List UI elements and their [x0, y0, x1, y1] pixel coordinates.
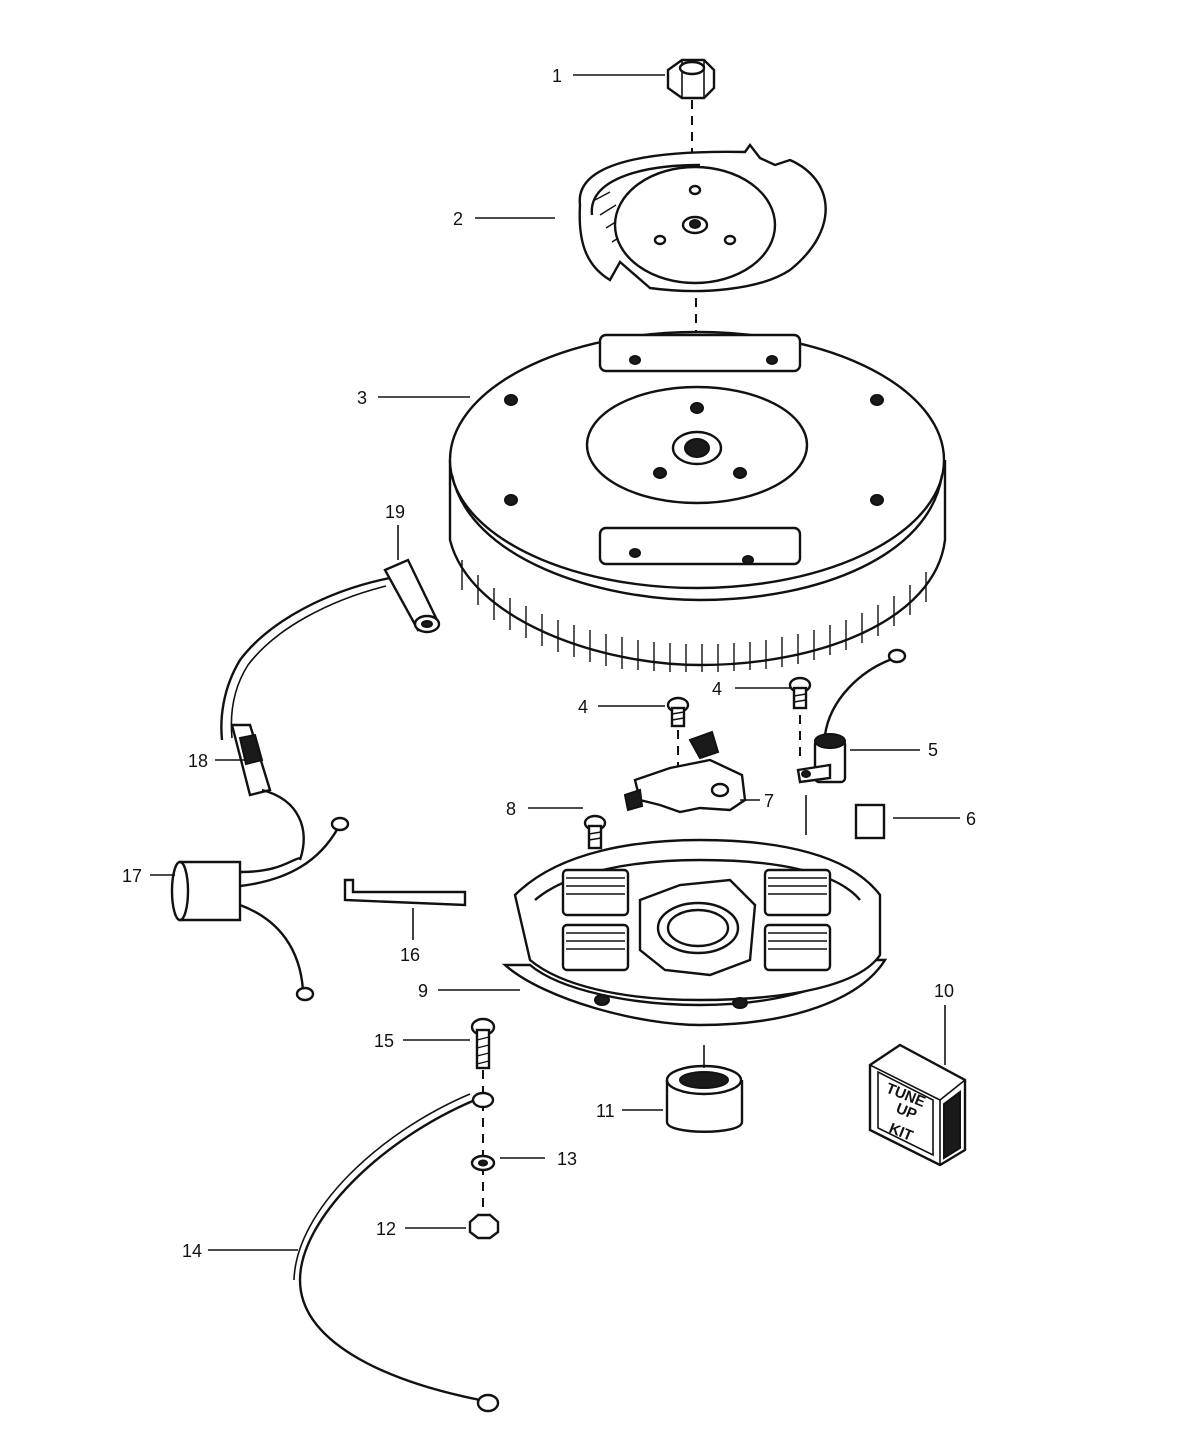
leader-lines: [150, 74, 960, 1251]
part-6-felt: [854, 803, 886, 840]
part-18-high-tension-lead: [230, 723, 305, 861]
callout-4-right: 4: [712, 679, 722, 699]
callout-12: 12: [376, 1219, 396, 1239]
callout-6: 6: [966, 809, 976, 829]
callout-8: 8: [506, 799, 516, 819]
callout-3: 3: [357, 388, 367, 408]
part-1-nut: [666, 58, 716, 100]
callout-11: 11: [596, 1101, 615, 1121]
part-11-bushing: [665, 1064, 744, 1133]
callout-2: 2: [453, 209, 463, 229]
part-14-ground-wire: [293, 1091, 500, 1413]
callout-17: 17: [122, 866, 142, 886]
callout-13: 13: [557, 1149, 577, 1169]
kit-label-line2: UP: [894, 1100, 920, 1124]
part-15-screw: [470, 1017, 496, 1070]
part-10-tune-up-kit[interactable]: TUNE UP KIT: [868, 1043, 967, 1167]
callout-15: 15: [374, 1031, 394, 1051]
callout-19: 19: [385, 502, 405, 522]
callout-10: 10: [934, 981, 954, 1001]
callout-labels: 1 2 3 4 4 5 6 7 8 9 10 11 12 13 14 15 16…: [122, 66, 976, 1261]
part-16-clip: [343, 878, 467, 907]
callout-9: 9: [418, 981, 428, 1001]
part-4-screw-right: [788, 676, 812, 710]
part-3-flywheel: [448, 330, 947, 672]
part-8-screw: [583, 814, 607, 850]
part-7-breaker-points: [623, 730, 747, 814]
callout-7: 7: [764, 791, 774, 811]
callout-5: 5: [928, 740, 938, 760]
part-12-nut: [468, 1213, 500, 1240]
part-5-condenser: [796, 648, 907, 784]
part-13-washer: [470, 1154, 496, 1172]
callout-18: 18: [188, 751, 208, 771]
part-4-screw-left: [666, 696, 690, 728]
part-9-stator-plate: [501, 838, 888, 1027]
callout-14: 14: [182, 1241, 202, 1261]
part-2-plate: [578, 142, 827, 293]
part-17-ignition-coil: [170, 816, 350, 1002]
part-19-spark-plug-boot: [220, 558, 441, 741]
callout-16: 16: [400, 945, 420, 965]
callout-1: 1: [552, 66, 562, 86]
callout-4-left: 4: [578, 697, 588, 717]
